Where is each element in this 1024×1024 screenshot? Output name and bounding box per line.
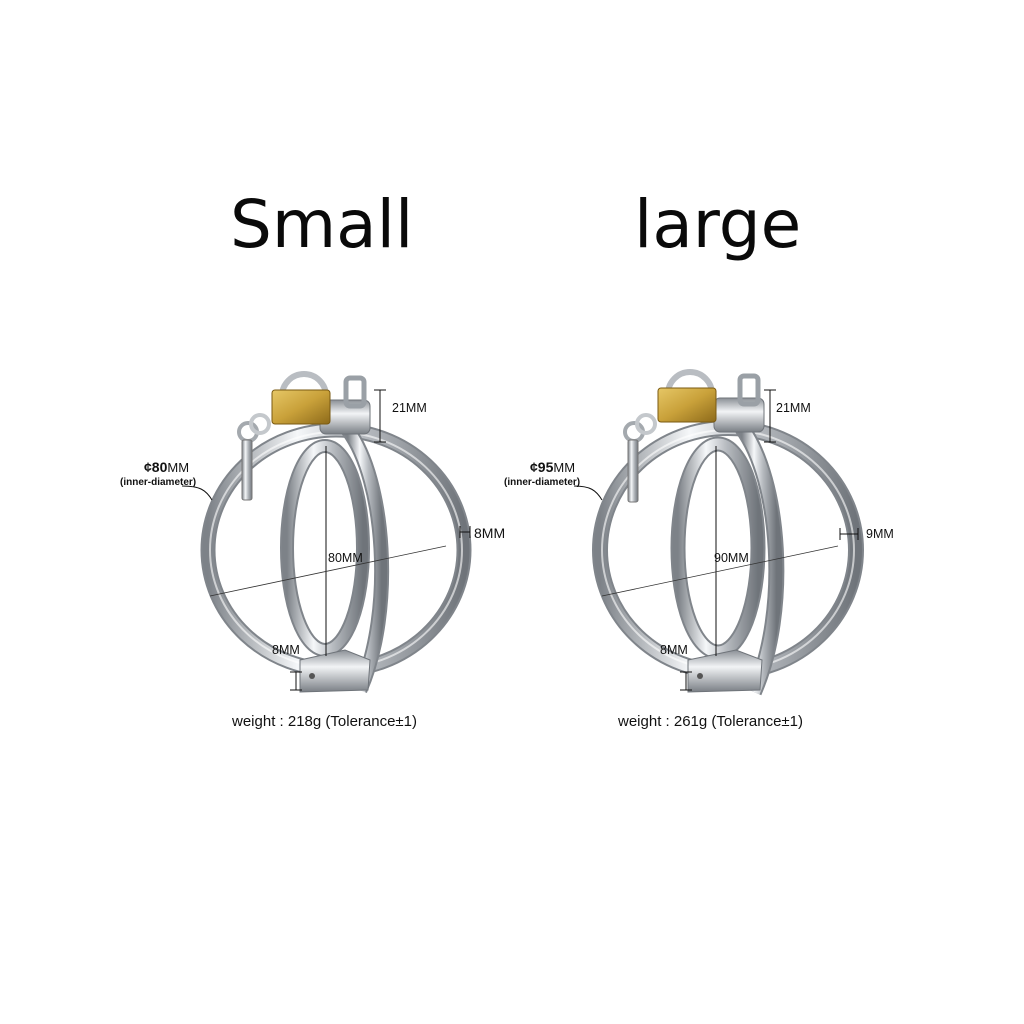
bottom-thickness-label-small: 8MM — [272, 643, 300, 657]
weight-label-small: weight : 218g (Tolerance±1) — [232, 713, 418, 730]
top-height-label-small: 21MM — [392, 401, 427, 415]
title-small: Small — [230, 186, 414, 263]
key-icon — [237, 413, 271, 501]
diameter-label-small: ¢80MM — [144, 459, 190, 475]
inner-diameter-label-large: (inner-diameter) — [504, 477, 581, 488]
cage-diagram-large: ¢95MM (inner-diameter) 21MM 9MM 90MM 8MM — [504, 360, 900, 700]
inner-diameter-label-small: (inner-diameter) — [120, 477, 197, 488]
padlock-icon — [271, 371, 331, 425]
title-large: large — [634, 186, 802, 263]
key-icon — [623, 413, 657, 503]
cage-illustration-small — [181, 371, 472, 694]
cage-diagram-small: ¢80MM (inner-diameter) 21MM 8MM 80MM 8MM — [120, 360, 510, 700]
padlock-icon — [657, 369, 717, 423]
ring-thickness-label-small: 8MM — [474, 525, 506, 541]
bottom-thickness-label-large: 8MM — [660, 643, 688, 657]
ring-thickness-label-large: 9MM — [866, 527, 894, 541]
top-height-label-large: 21MM — [776, 401, 811, 415]
span-label-small: 80MM — [328, 551, 363, 565]
span-label-large: 90MM — [714, 551, 749, 565]
diameter-label-large: ¢95MM — [530, 459, 576, 475]
cage-illustration-large — [573, 369, 864, 696]
weight-label-large: weight : 261g (Tolerance±1) — [618, 713, 804, 730]
